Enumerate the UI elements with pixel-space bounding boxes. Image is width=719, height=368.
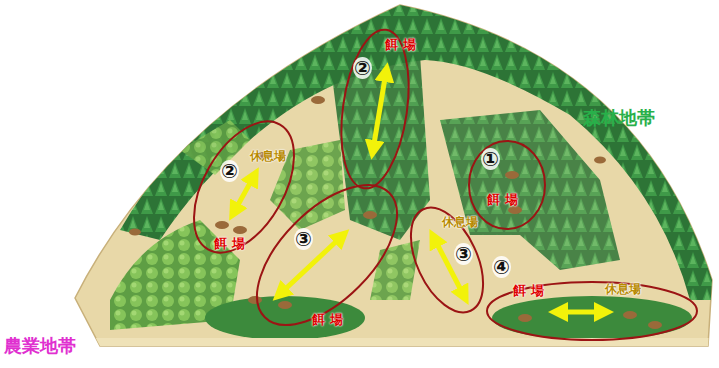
movement-arrow bbox=[234, 176, 254, 212]
zone-label: 農業地帯 bbox=[4, 336, 76, 356]
feeding-area-label: 餌 場 bbox=[214, 237, 245, 251]
ellipse-outline bbox=[173, 105, 314, 270]
ellipse-outline bbox=[233, 161, 421, 349]
ellipse-outline bbox=[469, 141, 545, 229]
ellipse-outline bbox=[487, 282, 697, 340]
resting-area-label: 休息場 bbox=[250, 150, 286, 163]
conifer-forest bbox=[330, 55, 430, 240]
ellipse-outline bbox=[485, 255, 700, 343]
feeding-area-label: 餌 場 bbox=[487, 193, 518, 207]
ellipse-outline bbox=[396, 197, 498, 324]
ellipse-outline bbox=[240, 175, 415, 335]
feeding-area-label: 餌 場 bbox=[312, 313, 343, 327]
feeding-area-label: 餌 場 bbox=[513, 284, 544, 298]
callout-number: ② bbox=[353, 57, 372, 79]
range-ellipse: 休息場 ③ bbox=[405, 205, 490, 315]
ellipse-outline bbox=[338, 28, 413, 190]
callout-number: ④ bbox=[492, 256, 511, 278]
range-ellipse: ④餌 場 休息場 bbox=[485, 255, 700, 343]
conifer-forest bbox=[440, 110, 620, 270]
deer-figures bbox=[129, 96, 662, 329]
ellipse-outline bbox=[332, 25, 418, 192]
zone-label: 森林地帯 bbox=[583, 108, 655, 128]
callout-number: ③ bbox=[454, 243, 473, 265]
range-ellipse: ② 餌 場 bbox=[338, 28, 413, 190]
range-ellipse: ③ 餌 場 bbox=[240, 175, 415, 335]
resting-area-label: 休息場 bbox=[605, 283, 641, 296]
broadleaf-forest bbox=[180, 120, 250, 175]
callout-number: ② bbox=[220, 160, 239, 182]
movement-arrow bbox=[373, 72, 386, 150]
callout-number: ① bbox=[481, 148, 500, 170]
movement-arrow bbox=[558, 310, 604, 315]
feeding-area-label: 餌 場 bbox=[385, 38, 416, 52]
callout-number: ③ bbox=[294, 228, 313, 250]
resting-area-label: 休息場 bbox=[442, 216, 478, 229]
